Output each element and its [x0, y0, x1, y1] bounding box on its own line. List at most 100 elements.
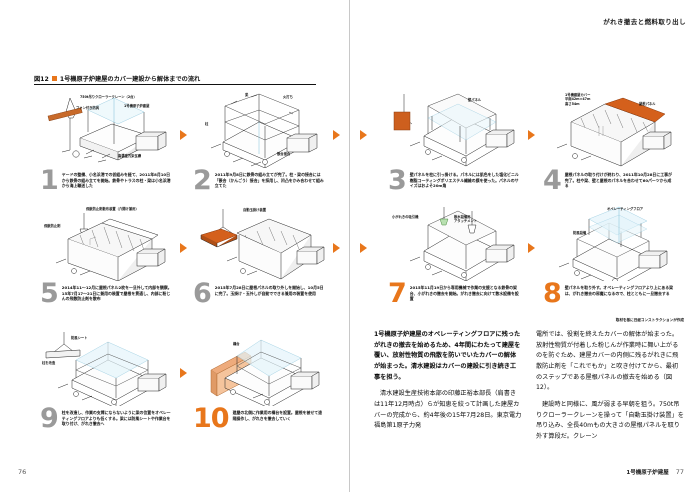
step-4-number: 4 [543, 165, 562, 196]
step-3-number: 3 [388, 165, 407, 196]
step-2-label-0: 梁 [245, 93, 249, 97]
step-cell-6: 自動玉掛け装置 6 2015年7月28日に屋根パネルの取り外しを開始し、10月5… [193, 205, 325, 307]
flow-arrow-3 [528, 130, 535, 140]
step-7-label-1: 散水設備用 アタッチメント [454, 215, 478, 224]
step-8-label-0: オペレーティングフロア [607, 207, 644, 211]
flow-arrow-5 [180, 243, 187, 253]
step-cell-2: 梁 火打ち 柱 篏合接合 2 2011年9月8日に鉄骨の組み立てが完了。柱・梁の… [193, 92, 325, 196]
step-7-number: 7 [388, 278, 407, 309]
figure-credit: 取材を基に日経コンストラクションが作成 [615, 318, 684, 322]
step-2-label-1: 火打ち [283, 95, 293, 99]
step-cell-10: 構台 10 建屋の北側に作業用の構台を設置。屋根を被せて遠隔操作し、がれきを撤去… [193, 330, 325, 434]
flow-arrow-6 [333, 243, 340, 253]
right-page-footer: 1号機原子炉建屋 77 [626, 468, 684, 476]
step-5-label-0: 飛散防止剤散布装置（穴開け兼用） [86, 207, 139, 211]
step-cell-3: 壁パネル 3 壁パネルを柱に引っ掛ける。パネルには肌色をした塩化ビニル樹脂コーテ… [388, 92, 520, 196]
figure-title-text: 1号機原子炉建屋のカバー建設から解体までの流れ [59, 76, 201, 83]
step-5-caption-row: 5 2014年11～12月に屋根パネル2枚を一旦外して内部を観察。15年7月17… [40, 278, 172, 309]
step-3-illustration: 壁パネル [388, 92, 520, 168]
step-6-caption-row: 6 2015年7月28日に屋根パネルの取り外しを開始し、10月5日に完了。玉掛け… [193, 280, 325, 307]
step-5-caption: 2014年11～12月に屋根パネル2枚を一旦外して内部を観察。15年7月17～2… [61, 285, 172, 302]
flow-arrow-9 [180, 368, 187, 378]
step-5-number: 5 [40, 278, 59, 309]
step-2-label-3: 篏合接合 [277, 152, 291, 156]
lead-paragraph: 1号機原子炉建屋のオペレーティングフロアに残ったがれきの撤去を始めるため、4年間… [374, 331, 521, 381]
step-1-illustration: 750t吊りクローラークレーン（2台） ファン付き防具 1号機原子炉建屋 高濃度… [40, 92, 172, 168]
body-paragraph-1: 清水建設生産技術本部の印藤正裕本部長（肩書きは11年12月時点）らが知恵を絞って… [374, 390, 522, 430]
step-cell-1: 750t吊りクローラークレーン（2台） ファン付き防具 1号機原子炉建屋 高濃度… [40, 92, 172, 196]
step-4-label-0: 1号機建屋カバー 平面42m×47m 高さ54m [565, 93, 591, 106]
step-1-label-0: 750t吊りクローラークレーン（2台） [80, 95, 137, 99]
right-step-grid: 壁パネル 3 壁パネルを柱に引っ掛ける。パネルには肌色をした塩化ビニル樹脂コーテ… [350, 0, 700, 492]
step-1-label-1: ファン付き防具 [76, 106, 100, 110]
step-9-caption: 柱を改造し、作業の支障にならないように梁の位置をオペレーティングフロアよりも低く… [61, 410, 171, 427]
step-5-illustration: 飛散防止剤散布装置（穴開け兼用） 飛散防止剤 [40, 205, 172, 281]
right-page: がれき撤去と燃料取り出し [350, 0, 700, 492]
left-page: 図12 1号機原子炉建屋のカバー建設から解体までの流れ [0, 0, 350, 492]
step-2-illustration: 梁 火打ち 柱 篏合接合 [193, 92, 325, 168]
step-cell-5: 飛散防止剤散布装置（穴開け兼用） 飛散防止剤 5 2014年11～12月に屋根パ… [40, 205, 172, 309]
step-2-caption: 2011年9月8日に鉄骨の組み立てが完了。柱・梁の接合には「篏合（かんごう）接合… [214, 172, 324, 189]
step-9-illustration: 防風シート 柱を改造 [40, 330, 172, 406]
step-1-label-3: 高濃度汚染瓦礫 [118, 154, 142, 158]
step-8-number: 8 [543, 278, 562, 309]
body-column-1: 1号機原子炉建屋のオペレーティングフロアに残ったがれきの撤去を始めるため、4年間… [374, 330, 522, 443]
step-3-caption: 壁パネルを柱に引っ掛ける。パネルには肌色をした塩化ビニル樹脂コーティングポリエス… [409, 172, 519, 189]
figure-number: 図12 [34, 76, 49, 83]
body-column-2: 電所では、役割を終えたカバーの解体が始まった。放射性物質が付着した粉じんが作業時… [536, 330, 684, 443]
body-paragraph-2: 電所では、役割を終えたカバーの解体が始まった。放射性物質が付着した粉じんが作業時… [536, 331, 679, 392]
step-cell-8: オペレーティングフロア 防風設備 8 壁パネルを取り外す。オペレーティングフロア… [543, 205, 675, 309]
right-page-number: 77 [675, 468, 684, 476]
step-8-illustration: オペレーティングフロア 防風設備 [543, 205, 675, 281]
step-4-caption: 屋根パネルの取り付けが終わり、2011年10月28日に工事が完了。柱や梁、壁と屋… [564, 172, 672, 189]
step-1-label-2: 1号機原子炉建屋 [124, 104, 150, 108]
step-2-label-2: 柱 [205, 122, 209, 126]
step-2-caption-row: 2 2011年9月8日に鉄骨の組み立てが完了。柱・梁の接合には「篏合（かんごう）… [193, 165, 325, 196]
step-7-label-0: 小がれきの吸引機 [392, 215, 419, 219]
step-8-caption: 壁パネルを取り外す。オペレーティングフロアより上にある梁は、がれき撤去の邪魔にな… [564, 285, 674, 296]
step-10-caption-row: 10 建屋の北側に作業用の構台を設置。屋根を被せて遠隔操作し、がれきを撤去してい… [193, 403, 325, 434]
flow-arrow-1 [180, 130, 187, 140]
orange-square-icon [51, 76, 57, 81]
step-5-label-1: 飛散防止剤 [44, 224, 61, 228]
step-cell-4: 1号機建屋カバー 平面42m×47m 高さ54m 屋根パネル 4 屋根パネルの取… [543, 92, 675, 196]
step-7-illustration: 小がれきの吸引機 散水設備用 アタッチメント [388, 205, 520, 281]
step-cell-9: 防風シート 柱を改造 9 柱を改造し、作業の支障にならないように梁の位置をオペレ… [40, 330, 172, 434]
flow-arrow-6to7 [360, 243, 367, 253]
step-7-caption: 2015年11月19日から専用機械で作業の支援となる鉄骨の架台、小がれきの撤去を… [409, 285, 519, 302]
step-6-label-0: 自動玉掛け装置 [243, 208, 267, 212]
step-9-caption-row: 9 柱を改造し、作業の支障にならないように梁の位置をオペレーティングフロアよりも… [40, 403, 172, 434]
body-paragraph-3: 建設時と同様に、風が弱まる早朝を狙う。750t吊りクローラークレーンを操って「自… [536, 400, 684, 440]
step-3-label-0: 壁パネル [468, 98, 482, 102]
step-10-label-0: 構台 [233, 342, 240, 346]
title-rule [34, 84, 316, 85]
left-page-number: 76 [18, 468, 27, 476]
step-10-caption: 建屋の北側に作業用の構台を設置。屋根を被せて遠隔操作し、がれきを撤去していく [232, 410, 323, 421]
step-9-number: 9 [40, 403, 59, 434]
step-cell-7: 小がれきの吸引機 散水設備用 アタッチメント 7 2015年11月19日から専用… [388, 205, 520, 309]
figure-title: 図12 1号機原子炉建屋のカバー建設から解体までの流れ [34, 74, 200, 83]
step-4-label-1: 屋根パネル [639, 102, 656, 106]
step-1-caption: ヤードの整備、小名浜港での仮組みを経て、2011年8月10日から鉄骨の組み立てを… [61, 172, 171, 189]
step-10-illustration: 構台 [193, 330, 325, 406]
step-4-illustration: 1号機建屋カバー 平面42m×47m 高さ54m 屋根パネル [543, 92, 675, 168]
step-6-caption: 2015年7月28日に屋根パネルの取り外しを開始し、10月5日に完了。玉掛け・玉… [214, 285, 324, 296]
flow-arrow-2to3 [360, 130, 367, 140]
step-1-number: 1 [40, 165, 59, 196]
body-text: 1号機原子炉建屋のオペレーティングフロアに残ったがれきの撤去を始めるため、4年間… [374, 330, 684, 443]
flow-arrow-7 [528, 243, 535, 253]
step-8-caption-row: 8 壁パネルを取り外す。オペレーティングフロアより上にある梁は、がれき撤去の邪魔… [543, 278, 675, 309]
step-9-label-1: 柱を改造 [42, 361, 56, 365]
step-9-label-0: 防風シート [71, 336, 88, 340]
step-8-label-1: 防風設備 [573, 231, 587, 235]
step-3-caption-row: 3 壁パネルを柱に引っ掛ける。パネルには肌色をした塩化ビニル樹脂コーティングポリ… [388, 165, 520, 196]
left-step-grid: 750t吊りクローラークレーン（2台） ファン付き防具 1号機原子炉建屋 高濃度… [0, 0, 349, 492]
flow-arrow-2 [333, 130, 340, 140]
step-10-number: 10 [193, 403, 230, 434]
step-2-number: 2 [193, 165, 212, 196]
step-6-illustration: 自動玉掛け装置 [193, 205, 325, 281]
step-1-caption-row: 1 ヤードの整備、小名浜港での仮組みを経て、2011年8月10日から鉄骨の組み立… [40, 165, 172, 196]
step-4-caption-row: 4 屋根パネルの取り付けが終わり、2011年10月28日に工事が完了。柱や梁、壁… [543, 165, 675, 196]
step-7-caption-row: 7 2015年11月19日から専用機械で作業の支援となる鉄骨の架台、小がれきの撤… [388, 278, 520, 309]
